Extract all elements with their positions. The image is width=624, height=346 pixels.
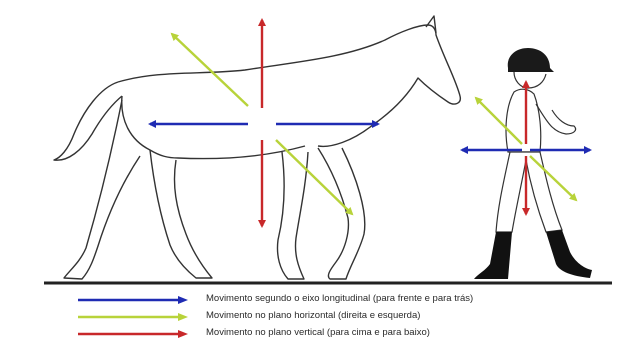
legend: Movimento segundo o eixo longitudinal (p… [78,292,618,343]
legend-label-horizontal: Movimento no plano horizontal (direita e… [206,310,420,321]
horse-outline [54,16,460,279]
horse-arrows [150,20,378,226]
legend-label-longitudinal: Movimento segundo o eixo longitudinal (p… [206,293,473,304]
horse-horizontal-arrow-up [172,34,248,106]
horse-horizontal-arrow-down [276,140,352,214]
legend-item-longitudinal: Movimento segundo o eixo longitudinal (p… [78,292,618,309]
legend-item-horizontal: Movimento no plano horizontal (direita e… [78,309,618,326]
legend-label-vertical: Movimento no plano vertical (para cima e… [206,327,430,338]
rider-figure [474,48,592,279]
legend-item-vertical: Movimento no plano vertical (para cima e… [78,326,618,343]
movement-diagram [0,0,624,290]
green-arrow-icon [78,312,188,322]
red-arrow-icon [78,329,188,339]
blue-arrow-icon [78,295,188,305]
